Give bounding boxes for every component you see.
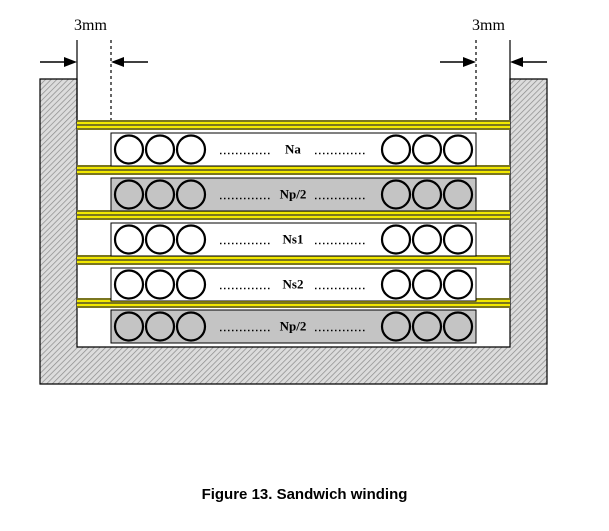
left-arrow-in: [40, 57, 77, 67]
conductor-circle: [144, 224, 176, 255]
conductor-circle: [144, 134, 176, 165]
conductor-circle: [175, 269, 207, 300]
conductor-circle: [442, 134, 474, 165]
winding-layer-label: Np/2: [280, 187, 307, 202]
conductor-circle: [411, 134, 443, 165]
conductor-circle: [113, 134, 145, 165]
left-dimension-label: 3mm: [74, 17, 107, 34]
right-arrow-out: [510, 57, 547, 67]
conductor-circle: [380, 179, 412, 210]
right-arrow-in: [440, 57, 476, 67]
conductor-circle: [411, 179, 443, 210]
conductor-circle: [144, 269, 176, 300]
conductor-circle: [411, 224, 443, 255]
conductor-circle: [442, 224, 474, 255]
conductor-circle: [442, 311, 474, 342]
conductor-circle: [380, 134, 412, 165]
conductor-circle: [175, 224, 207, 255]
conductor-circle: [380, 269, 412, 300]
conductor-circle: [380, 224, 412, 255]
conductor-circle: [113, 269, 145, 300]
conductor-circle: [113, 179, 145, 210]
right-dimension-label: 3mm: [472, 17, 505, 34]
conductor-circle: [442, 269, 474, 300]
conductor-circle: [380, 311, 412, 342]
conductor-circle: [411, 269, 443, 300]
conductor-circle: [175, 179, 207, 210]
figure-caption: Figure 13. Sandwich winding: [201, 486, 408, 503]
conductor-circle: [144, 311, 176, 342]
conductor-circle: [113, 224, 145, 255]
conductor-circle: [411, 311, 443, 342]
left-arrow-out: [111, 57, 148, 67]
winding-layer-label: Np/2: [280, 319, 307, 334]
winding-layer-label: Ns1: [283, 232, 304, 247]
conductor-circle: [144, 179, 176, 210]
conductor-circle: [442, 179, 474, 210]
conductor-circle: [175, 311, 207, 342]
conductor-circle: [175, 134, 207, 165]
winding-layer-label: Ns2: [283, 277, 304, 292]
conductor-circle: [113, 311, 145, 342]
winding-layer-label: Na: [285, 142, 301, 157]
